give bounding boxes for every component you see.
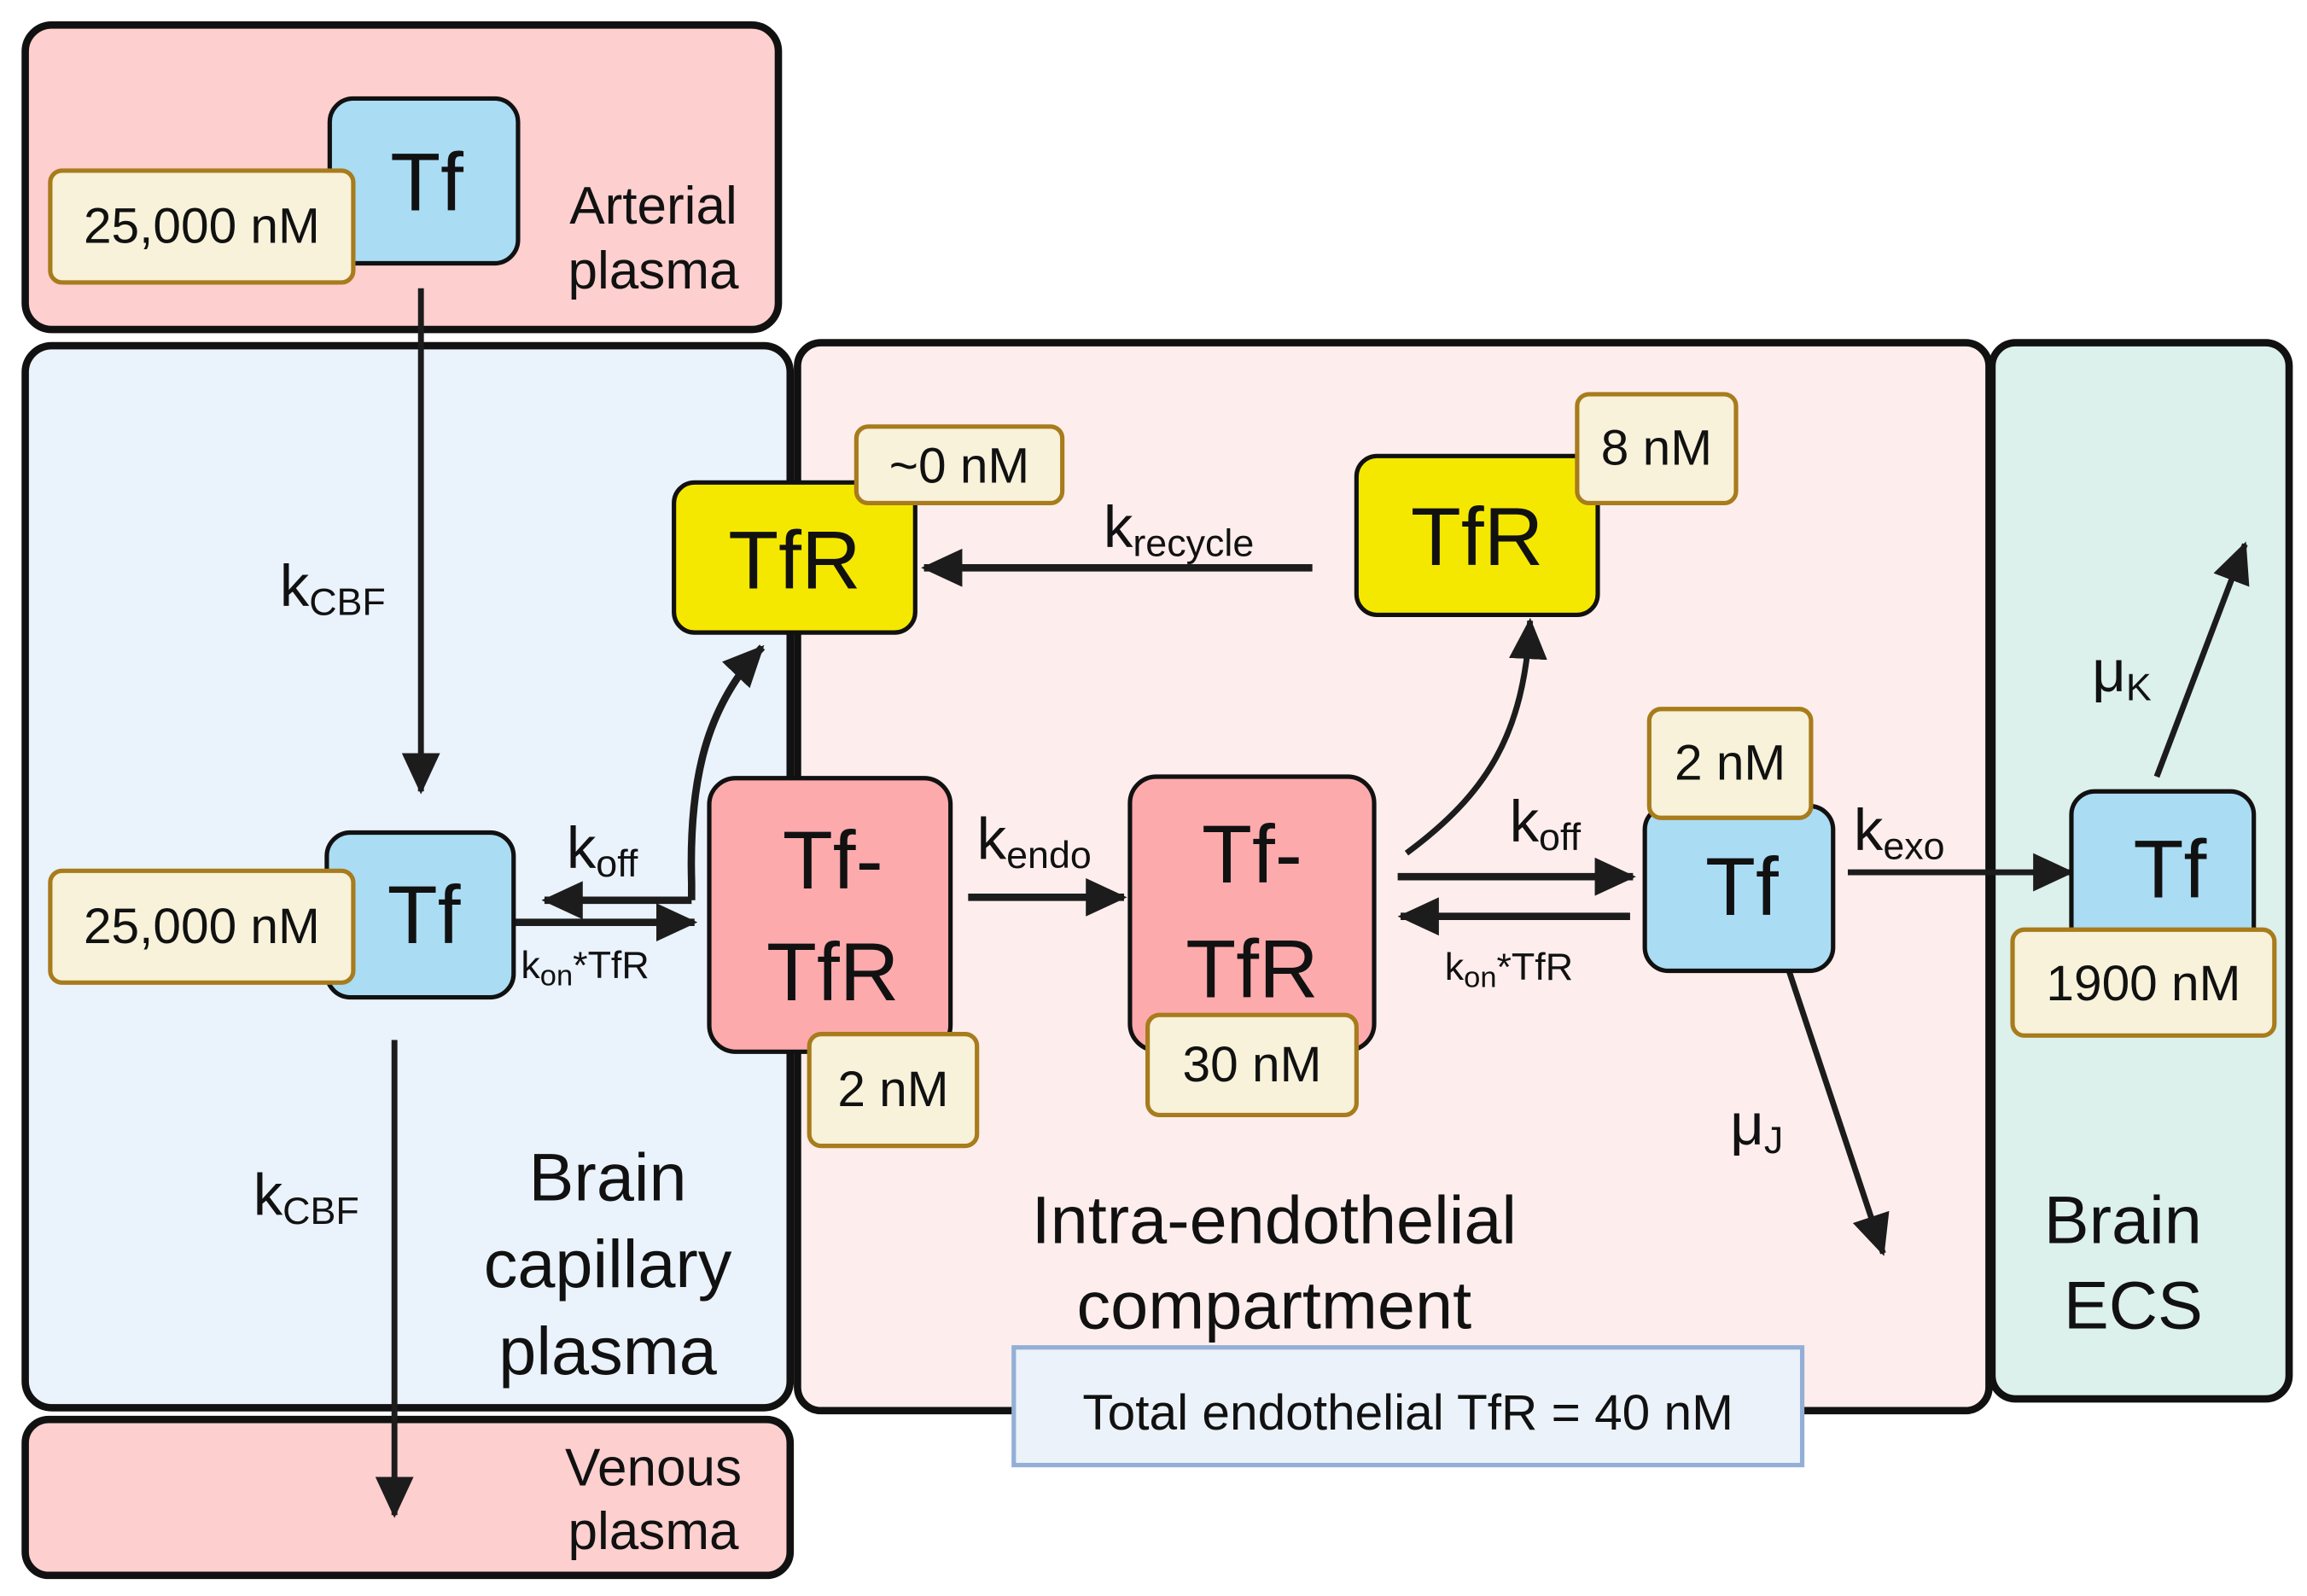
mu-k-arrow bbox=[2153, 541, 2250, 778]
arterial-label-line1: Arterial bbox=[569, 177, 737, 236]
venous-plasma-compartment: Venous plasma bbox=[21, 1415, 795, 1580]
mu-k-label: μK bbox=[2092, 638, 2152, 708]
tfr-abluminal-node: TfR 8 nM bbox=[1354, 392, 1739, 618]
tf-ecs-conc: 1900 nM bbox=[2046, 956, 2240, 1011]
tfr-luminal-node: TfR ~0 nM bbox=[672, 424, 1065, 635]
complex-internal-conc: 30 nM bbox=[1183, 1037, 1322, 1092]
complex-internal-node: Tf- TfR 30 nM bbox=[1127, 774, 1377, 1117]
tf-arterial-conc: 25,000 nM bbox=[84, 198, 320, 253]
kon-right-label: kon*TfR bbox=[1445, 946, 1573, 994]
capillary-label-line3: plasma bbox=[498, 1313, 717, 1389]
krecycle-label: krecycle bbox=[1104, 494, 1254, 564]
tf-capillary-label: Tf bbox=[387, 870, 461, 961]
mu-j-label: μJ bbox=[1730, 1092, 1783, 1162]
tf-endothelial-conc: 2 nM bbox=[1675, 735, 1786, 790]
capillary-label-line2: capillary bbox=[484, 1226, 732, 1302]
endothelial-label-line2: compartment bbox=[1077, 1267, 1472, 1343]
tf-capillary-node: Tf 25,000 nM bbox=[48, 830, 516, 1000]
tfr-luminal-conc: ~0 nM bbox=[889, 438, 1029, 493]
capillary-label-line1: Brain bbox=[529, 1139, 687, 1214]
complex-luminal-conc: 2 nM bbox=[837, 1062, 948, 1117]
tf-endothelial-node: Tf 2 nM bbox=[1642, 707, 1836, 974]
koff-left-label: koff bbox=[567, 815, 638, 885]
kcbf-in-label: kCBF bbox=[280, 553, 386, 623]
release-to-abluminal-tfr-arrow bbox=[1404, 617, 1547, 856]
total-tfr-text: Total endothelial TfR = 40 nM bbox=[1082, 1385, 1733, 1441]
arterial-label-line2: plasma bbox=[568, 242, 739, 300]
tf-capillary-conc: 25,000 nM bbox=[84, 899, 320, 954]
tf-arterial-label: Tf bbox=[390, 137, 463, 228]
ecs-label-line2: ECS bbox=[2064, 1267, 2203, 1343]
complex-internal-label-line1: Tf- bbox=[1202, 809, 1302, 900]
release-to-luminal-tfr-arrow bbox=[687, 644, 766, 900]
tfr-luminal-label: TfR bbox=[728, 515, 860, 606]
kon-left-label: kon*TfR bbox=[521, 944, 649, 993]
tf-arterial-node: Tf 25,000 nM bbox=[48, 96, 521, 285]
kcbf-out-label: kCBF bbox=[253, 1162, 359, 1232]
complex-luminal-label-line1: Tf- bbox=[783, 815, 883, 906]
total-tfr-note: Total endothelial TfR = 40 nM bbox=[1011, 1345, 1805, 1468]
venous-label-line2: plasma bbox=[568, 1502, 739, 1561]
endothelial-label-line1: Intra-endothelial bbox=[1032, 1181, 1517, 1257]
complex-luminal-node: Tf- TfR 2 nM bbox=[707, 776, 980, 1149]
kendo-label: kendo bbox=[977, 807, 1092, 877]
tf-ecs-node: Tf 1900 nM bbox=[2010, 789, 2277, 1038]
tf-ecs-label: Tf bbox=[2134, 824, 2207, 915]
complex-internal-label-line2: TfR bbox=[1186, 924, 1318, 1016]
venous-label-line1: Venous bbox=[565, 1439, 742, 1498]
tfr-abluminal-label: TfR bbox=[1411, 492, 1543, 583]
ecs-label-line1: Brain bbox=[2044, 1181, 2202, 1257]
tfr-abluminal-conc: 8 nM bbox=[1601, 421, 1712, 476]
kexo-label: kexo bbox=[1854, 797, 1945, 867]
tf-endothelial-label: Tf bbox=[1705, 842, 1779, 933]
mu-j-arrow bbox=[1786, 970, 1890, 1256]
complex-luminal-label-line2: TfR bbox=[766, 927, 899, 1018]
koff-right-label: koff bbox=[1510, 789, 1582, 859]
